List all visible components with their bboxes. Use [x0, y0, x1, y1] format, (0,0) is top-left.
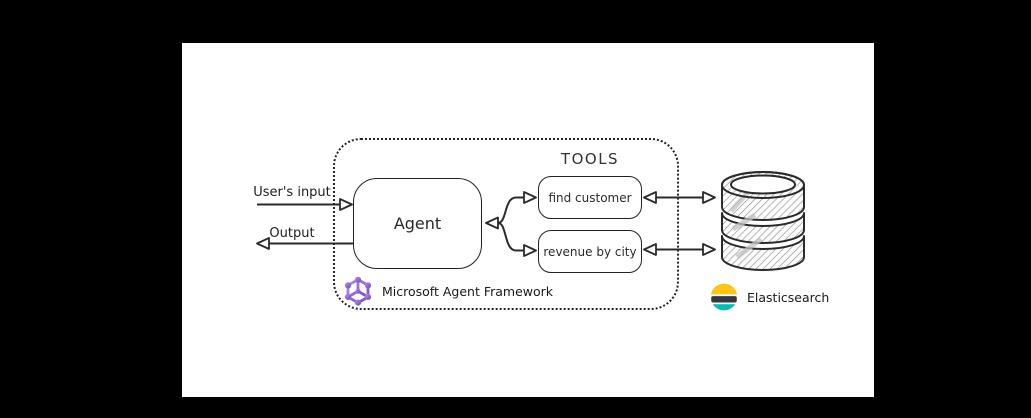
agent-framework-container: [333, 138, 679, 310]
tool-node-revenue-by-city: revenue by city: [538, 230, 642, 273]
elasticsearch-legend: Elasticsearch: [710, 283, 829, 311]
tool-node-label: find customer: [548, 190, 632, 205]
output-label: Output: [269, 226, 315, 241]
agent-framework-icon: [344, 276, 372, 306]
tool-node-label: revenue by city: [543, 244, 637, 259]
tool-node-find-customer: find customer: [538, 176, 642, 219]
agent-node: Agent: [353, 178, 482, 269]
tools-section-label: TOOLS: [560, 150, 620, 168]
framework-label: Microsoft Agent Framework: [382, 283, 554, 299]
framework-legend: Microsoft Agent Framework: [343, 276, 553, 306]
elasticsearch-logo-icon: [710, 283, 738, 311]
elasticsearch-label: Elasticsearch: [747, 289, 830, 305]
user-input-label: User's input: [253, 185, 331, 200]
agent-node-label: Agent: [393, 214, 442, 233]
